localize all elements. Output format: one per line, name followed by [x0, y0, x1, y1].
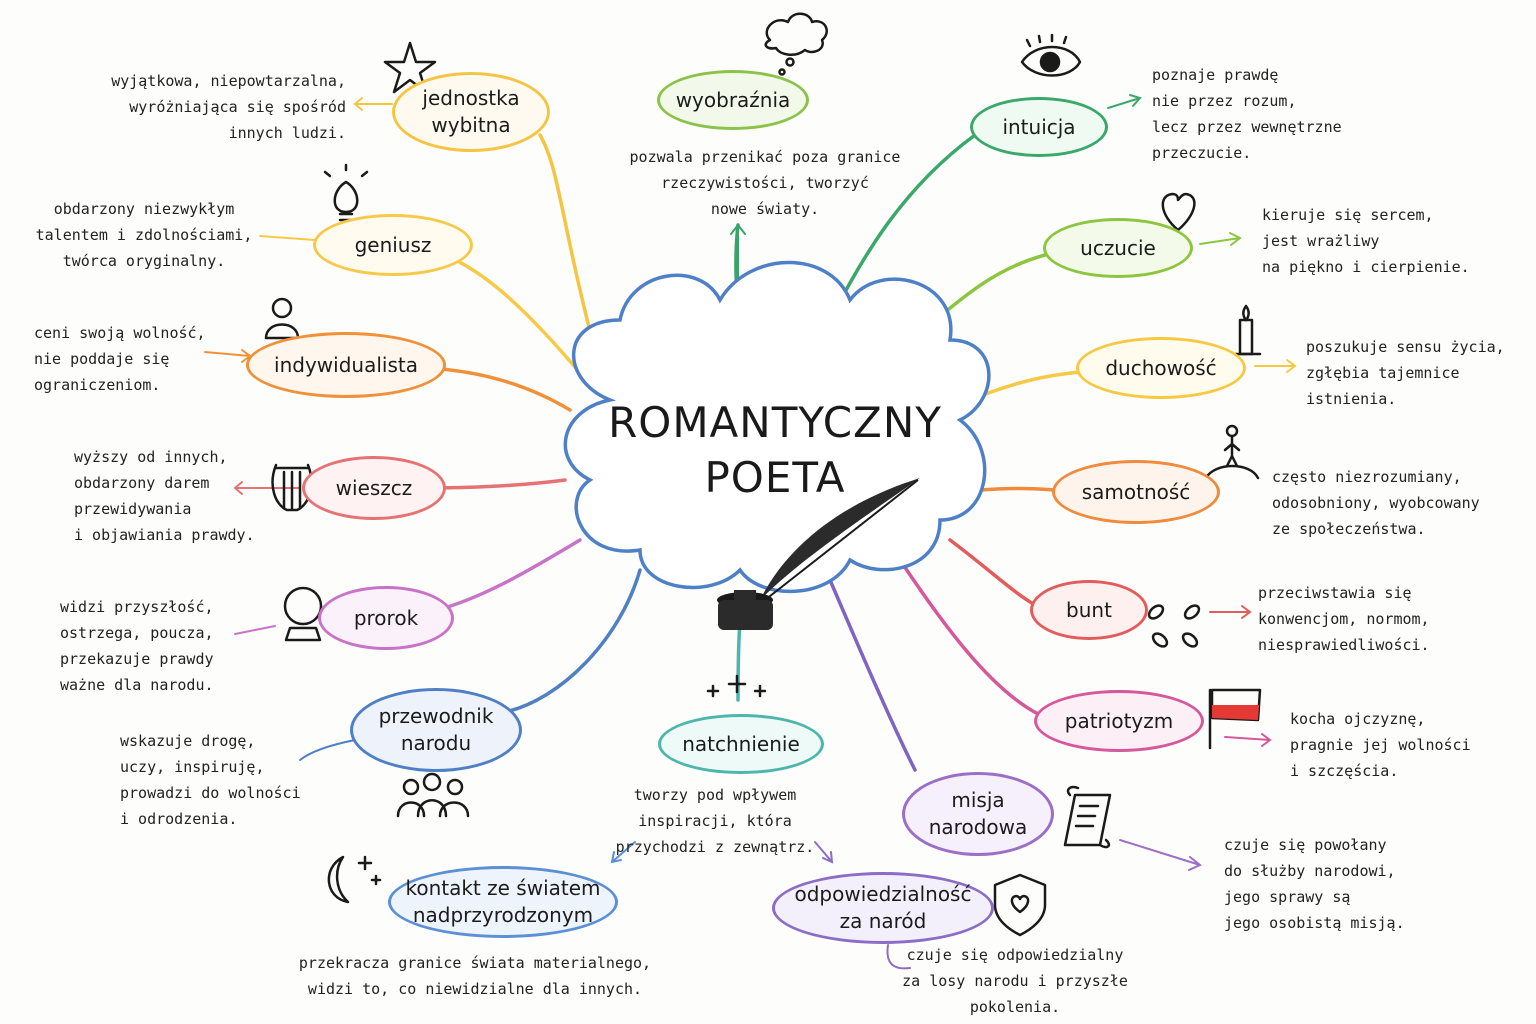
node-kontakt[interactable]: kontakt ze światem nadprzyrodzonym — [388, 866, 618, 938]
quill-inkwell-icon — [717, 478, 920, 630]
node-indywidualista[interactable]: indywidualista — [246, 332, 446, 398]
node-misja-narodowa[interactable]: misja narodowa — [902, 772, 1054, 856]
candle-icon — [1230, 304, 1262, 356]
desc-jednostka: wyjątkowa, niepowtarzalna, wyróżniająca … — [111, 72, 346, 142]
title-line-1: ROMANTYCZNY — [608, 398, 942, 447]
node-wyobraznia[interactable]: wyobraźnia — [657, 70, 809, 130]
people-icon — [396, 772, 470, 818]
desc-uczucie: kieruje się sercem, jest wrażliwy na pię… — [1262, 206, 1470, 276]
heart-icon — [1161, 192, 1196, 232]
node-bunt[interactable]: bunt — [1030, 580, 1148, 640]
desc-indywidualista: ceni swoją wolność, nie poddaje się ogra… — [34, 324, 206, 394]
node-prorok[interactable]: prorok — [318, 586, 454, 650]
desc-misja: czuje się powołany do służby narodowi, j… — [1224, 836, 1405, 932]
eye-icon — [1020, 33, 1082, 77]
crystal-ball-icon — [283, 586, 323, 642]
desc-kontakt: przekracza granice świata materialnego, … — [298, 954, 652, 998]
node-przewodnik-narodu[interactable]: przewodnik narodu — [350, 688, 522, 772]
lightbulb-icon — [323, 163, 369, 222]
node-intuicja[interactable]: intuicja — [970, 97, 1108, 157]
node-duchowosc[interactable]: duchowość — [1076, 337, 1246, 399]
broken-chain-icon — [1147, 604, 1201, 648]
branch-geniusz — [443, 253, 592, 387]
node-uczucie[interactable]: uczucie — [1043, 218, 1193, 278]
desc-natchnienie: tworzy pod wpływem inspiracji, która prz… — [615, 786, 815, 856]
node-odpowiedzialnosc[interactable]: odpowiedzialność za naród — [772, 872, 994, 944]
branch-natchnienie — [736, 618, 742, 702]
node-samotnosc[interactable]: samotność — [1052, 460, 1220, 524]
desc-duchowosc: poszukuje sensu życia, zgłębia tajemnice… — [1306, 338, 1505, 408]
desc-bunt: przeciwstawia się konwencjom, normom, ni… — [1258, 584, 1430, 654]
node-geniusz[interactable]: geniusz — [313, 214, 473, 276]
lone-figure-icon — [1204, 424, 1260, 480]
desc-intuicja: poznaje prawdę nie przez rozum, lecz prz… — [1152, 66, 1342, 162]
desc-samotnosc: często niezrozumiany, odosobniony, wyobc… — [1272, 468, 1480, 538]
desc-przewodnik: wskazuje drogę, uczy, inspiruję, prowadz… — [120, 732, 301, 828]
shield-heart-icon — [993, 873, 1047, 937]
desc-odpowiedzialnosc: czuje się odpowiedzialny za losy narodu … — [902, 946, 1128, 1016]
person-icon — [264, 297, 300, 340]
branch-patriotyzm — [898, 558, 1042, 717]
branch-bunt — [948, 538, 1037, 607]
desc-geniusz: obdarzony niezwykłym talentem i zdolnośc… — [35, 200, 253, 270]
branch-misja — [828, 578, 917, 772]
desc-patriotyzm: kocha ojczyznę, pragnie jej wolności i s… — [1290, 710, 1471, 780]
node-wieszcz[interactable]: wieszcz — [302, 456, 446, 520]
cloud-icon — [764, 12, 828, 76]
title-line-2: POETA — [704, 453, 846, 502]
arrow-jednostka — [353, 97, 393, 111]
desc-wieszcz: wyższy od innych, obdarzony darem przewi… — [74, 448, 255, 544]
moon-icon — [327, 855, 382, 904]
sparkles-icon — [706, 674, 767, 698]
branch-przewodnik — [503, 568, 642, 714]
star-icon — [383, 41, 437, 94]
desc-prorok: widzi przyszłość, ostrzega, poucza, prze… — [60, 598, 214, 694]
branch-indywidualista — [423, 366, 572, 412]
branch-prorok — [428, 538, 582, 614]
desc-wyobraznia: pozwala przenikać poza granice rzeczywis… — [629, 148, 901, 218]
center-cloud — [563, 260, 991, 594]
center-title: ROMANTYCZNY POETA — [590, 398, 960, 502]
node-patriotyzm[interactable]: patriotyzm — [1034, 690, 1204, 752]
branch-samotnosc — [978, 486, 1057, 492]
branch-jednostka — [538, 133, 602, 372]
node-jednostka-wybitna[interactable]: jednostka wybitna — [392, 72, 550, 152]
scroll-icon — [1063, 785, 1112, 849]
node-natchnienie[interactable]: natchnienie — [658, 714, 824, 774]
